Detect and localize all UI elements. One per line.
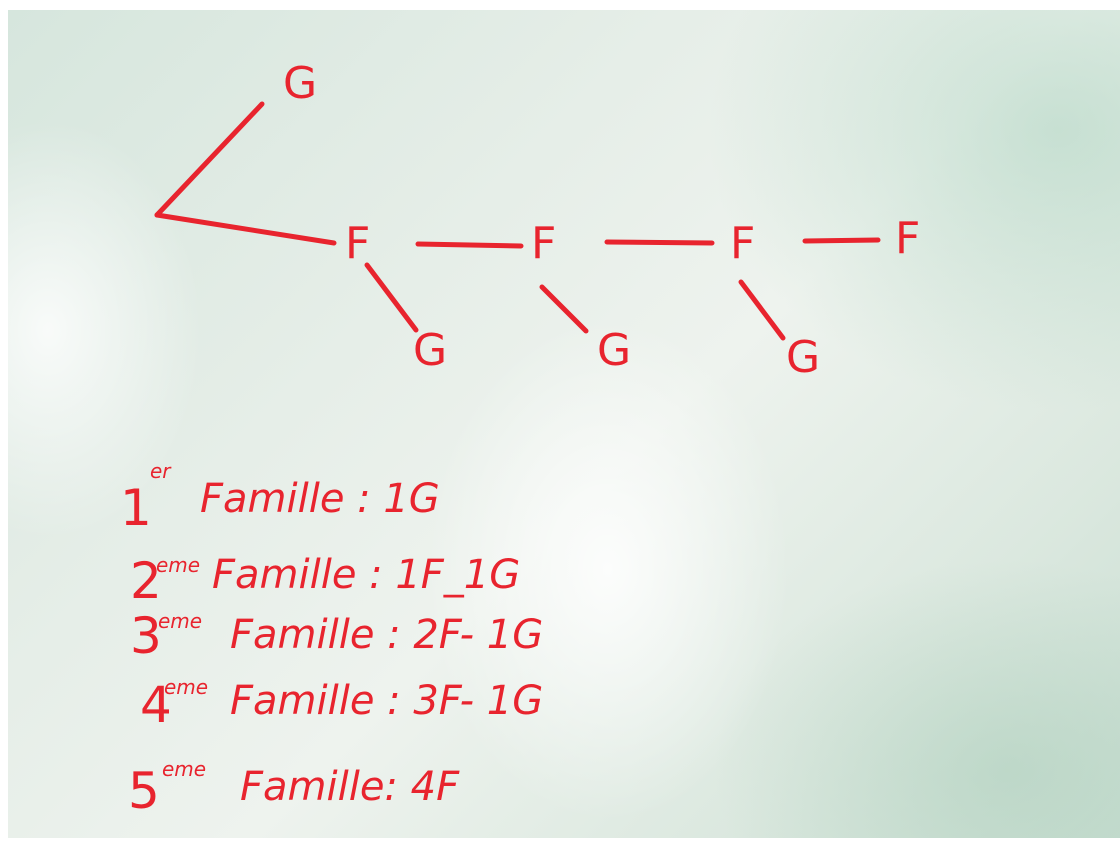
node-f3: F (730, 218, 755, 269)
note-text: Famille : 2F- 1G (230, 612, 543, 658)
note-superscript: eme (162, 757, 206, 781)
note-number: 5 (128, 762, 160, 820)
note-line: 3 eme Famille : 2F- 1G (130, 607, 543, 665)
edge-root-to-top-g (157, 104, 262, 215)
note-text: Famille : 3F- 1G (230, 678, 543, 724)
note-superscript: eme (156, 553, 200, 577)
edge-f2-to-g2 (542, 287, 586, 331)
note-text: Famille: 4F (240, 764, 460, 810)
edge-f1-to-g1 (367, 265, 416, 330)
edge-f1-to-f2 (418, 244, 521, 246)
node-f4: F (895, 213, 920, 264)
note-superscript: er (150, 459, 172, 483)
note-line: 1 er Famille : 1G (120, 459, 440, 537)
edge-f2-to-f3 (607, 242, 712, 243)
note-line: 4 eme Famille : 3F- 1G (140, 675, 543, 734)
node-top-g: G (283, 58, 317, 109)
node-f2: F (531, 218, 556, 269)
note-number: 1 (120, 479, 152, 537)
node-f1: F (345, 218, 370, 269)
node-g2: G (597, 325, 631, 376)
edge-root-to-f1 (157, 215, 334, 243)
note-text: Famille : 1F_1G (212, 552, 520, 598)
node-g1: G (413, 325, 447, 376)
note-superscript: eme (164, 675, 208, 699)
notes-list: 1 er Famille : 1G 2 eme Famille : 1F_1G … (120, 459, 543, 820)
edge-f3-to-f4 (805, 240, 878, 241)
note-line: 2 eme Famille : 1F_1G (130, 552, 520, 610)
tree-diagram: G F F F F G G G (157, 58, 920, 383)
node-g3: G (786, 332, 820, 383)
note-line: 5 eme Famille: 4F (128, 757, 460, 820)
note-superscript: eme (158, 609, 202, 633)
note-text: Famille : 1G (200, 476, 440, 522)
edge-f3-to-g3 (741, 282, 783, 338)
